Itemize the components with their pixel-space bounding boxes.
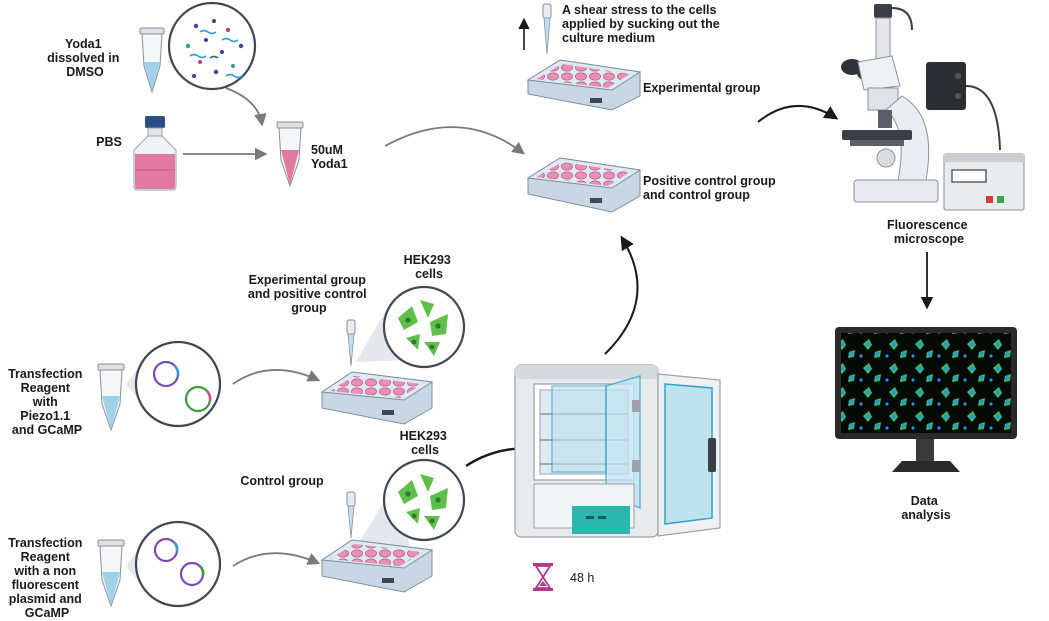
label-transfection-piezo: Transfection Reagent with Piezo1.1 and G… <box>8 367 86 437</box>
plasmid-bubble-nonfluor <box>126 520 222 608</box>
label-transfection-nonfluor: Transfection Reagent with a non fluoresc… <box>8 536 86 620</box>
labels: Yoda1 dissolved in DMSO PBS 50uM Yoda1 A… <box>8 3 971 620</box>
yoda1-50um-tube <box>276 121 304 188</box>
plasmid-bubble-piezo <box>126 340 222 428</box>
label-control-group: Control group <box>240 474 324 488</box>
label-pbs: PBS <box>96 135 122 149</box>
arrow-yoda-to-plates <box>384 126 526 155</box>
label-yoda1-dmso: Yoda1 dissolved in DMSO <box>47 37 123 79</box>
label-yoda1-50um: 50uM Yoda1 <box>311 143 348 171</box>
magnifier-bubble-molecules <box>167 1 257 91</box>
label-shear-stress: A shear stress to the cells applied by s… <box>562 3 723 45</box>
label-hek293-bottom: HEK293 cells <box>400 429 451 457</box>
label-positive-control-group: Positive control group and control group <box>643 174 779 202</box>
arrow-transfection-to-plate-bottom <box>232 552 321 567</box>
well-plate-positive-control <box>526 157 642 213</box>
label-exp-pos-control: Experimental group and positive control … <box>248 273 370 315</box>
fluorescence-microscope <box>841 4 1025 211</box>
label-incubation-time: 48 h <box>570 571 594 585</box>
hek293-bubble-top <box>356 285 466 369</box>
well-plate-experimental-bottom <box>320 371 434 425</box>
arrow-dmso-to-tube <box>225 87 267 127</box>
pipette-top <box>542 3 552 55</box>
hourglass-icon <box>533 563 553 591</box>
arrow-incubator-to-plates <box>604 235 639 355</box>
yoda1-dmso-tube <box>139 27 165 94</box>
well-plate-experimental <box>526 59 642 111</box>
arrow-plate-to-microscope <box>757 105 839 123</box>
data-analysis-monitor <box>835 327 1017 472</box>
label-fluorescence-microscope: Fluorescence microscope <box>887 218 971 246</box>
well-plate-control-bottom <box>320 539 434 593</box>
transfection-tube-piezo <box>97 363 125 432</box>
pipette-bottom-top <box>346 319 356 367</box>
hek293-bubble-bottom <box>356 458 466 548</box>
label-hek293-top: HEK293 cells <box>404 253 455 281</box>
label-experimental-group: Experimental group <box>643 81 761 95</box>
arrow-transfection-to-plate-top <box>232 369 321 385</box>
label-data-analysis: Data analysis <box>901 494 950 522</box>
pipette-bottom-bottom <box>346 491 356 539</box>
pbs-bottle <box>133 116 177 191</box>
transfection-tube-nonfluor <box>97 539 125 608</box>
incubator <box>514 364 721 538</box>
